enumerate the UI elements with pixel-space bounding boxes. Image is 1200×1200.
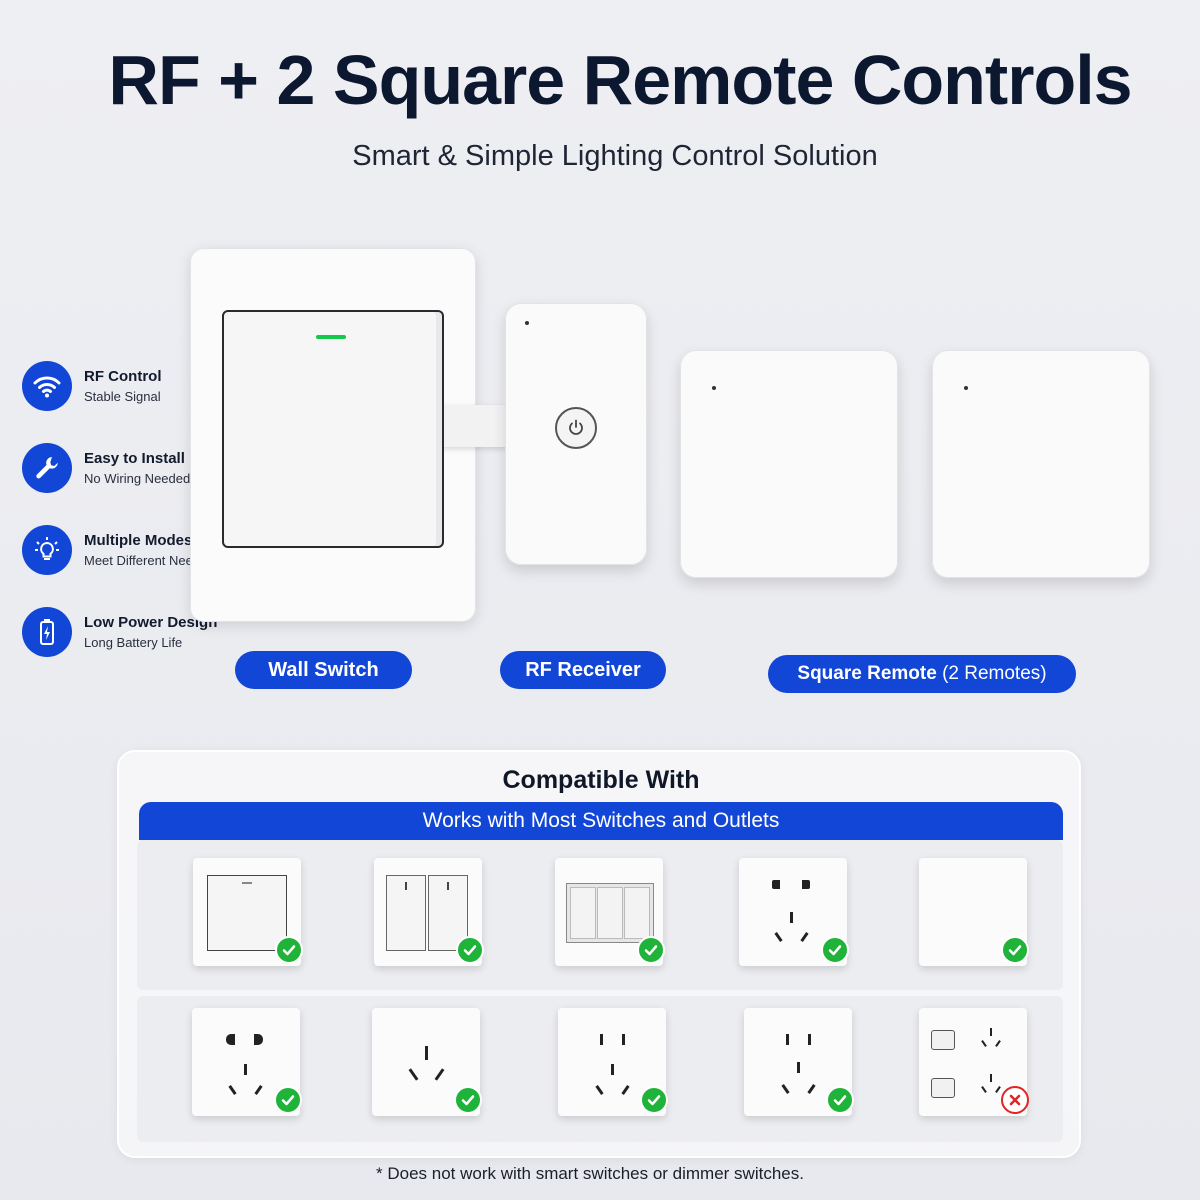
- double-rocker-switch: [374, 858, 484, 966]
- check-icon: [1001, 936, 1029, 964]
- square-remote-label: Square Remote (2 Remotes): [768, 655, 1076, 693]
- compatible-panel: Compatible With Works with Most Switches…: [117, 750, 1081, 1158]
- lightbulb-icon: [22, 525, 72, 575]
- check-icon: [454, 1086, 482, 1114]
- compatible-row-2: [137, 996, 1063, 1142]
- compatible-row-1: [137, 840, 1063, 990]
- triple-rocker-switch: [555, 858, 665, 966]
- feature-rf-control: RF Control Stable Signal: [22, 345, 217, 427]
- compatible-title: Compatible With: [502, 766, 700, 794]
- wall-switch-label: Wall Switch: [235, 651, 412, 689]
- feature-title: Easy to Install: [84, 450, 185, 467]
- footnote: * Does not work with smart switches or d…: [376, 1164, 804, 1183]
- power-icon: [555, 407, 597, 449]
- indicator-dot: [712, 386, 716, 390]
- switch-with-outlets: [919, 1008, 1029, 1116]
- feature-desc: No Wiring Needed: [84, 471, 191, 486]
- page-subtitle: Smart & Simple Lighting Control Solution: [352, 140, 878, 172]
- check-icon: [637, 936, 665, 964]
- page-title: RF + 2 Square Remote Controls: [108, 41, 1132, 119]
- compatible-banner: Works with Most Switches and Outlets: [139, 802, 1063, 840]
- two-plus-three-outlet: [558, 1008, 668, 1116]
- feature-desc: Long Battery Life: [84, 635, 183, 650]
- single-rocker-switch: [193, 858, 303, 966]
- switch-connector: [438, 405, 510, 447]
- indicator-dot: [964, 386, 968, 390]
- feature-multiple-modes: Multiple Modes Meet Different Needs: [22, 509, 217, 591]
- check-icon: [640, 1086, 668, 1114]
- rf-receiver-device: [505, 303, 647, 565]
- check-icon: [821, 936, 849, 964]
- wrench-icon: [22, 443, 72, 493]
- feature-title: RF Control: [84, 368, 162, 385]
- feature-desc: Stable Signal: [84, 389, 161, 404]
- blank-plate: [919, 858, 1029, 966]
- check-icon: [274, 1086, 302, 1114]
- feature-title: Multiple Modes: [84, 532, 193, 549]
- check-icon: [456, 936, 484, 964]
- square-remote-note: (2 Remotes): [942, 663, 1047, 684]
- wifi-icon: [22, 361, 72, 411]
- feature-low-power: Low Power Design Long Battery Life: [22, 591, 217, 673]
- indicator-dot: [525, 321, 529, 325]
- feature-easy-install: Easy to Install No Wiring Needed: [22, 427, 217, 509]
- check-icon: [826, 1086, 854, 1114]
- rf-receiver-label: RF Receiver: [500, 651, 666, 689]
- five-hole-outlet: [739, 858, 849, 966]
- square-remote-2: [932, 350, 1150, 578]
- check-icon: [275, 936, 303, 964]
- square-remote-name: Square Remote: [797, 663, 937, 684]
- five-hole-outlet-round: [192, 1008, 302, 1116]
- battery-icon: [22, 607, 72, 657]
- feature-list: RF Control Stable Signal Easy to Install…: [22, 345, 217, 673]
- cross-icon: [1001, 1086, 1029, 1114]
- status-led: [316, 335, 346, 339]
- square-remote-1: [680, 350, 898, 578]
- feature-title: Low Power Design: [84, 614, 218, 631]
- two-plus-three-outlet-alt: [744, 1008, 854, 1116]
- three-hole-outlet: [372, 1008, 482, 1116]
- feature-desc: Meet Different Needs: [84, 553, 207, 568]
- wall-switch-rocker: [222, 310, 444, 548]
